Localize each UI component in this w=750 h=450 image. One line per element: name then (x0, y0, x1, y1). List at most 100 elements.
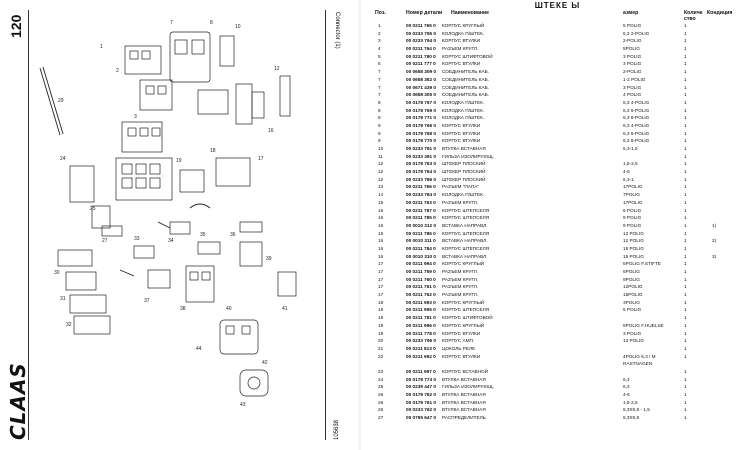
logo-text: CLAAS (6, 362, 30, 440)
row-name: РАЗЪЕМ КРУГЛ. (442, 276, 479, 282)
row-name: КОРПУС ВТУЛКИ (442, 61, 481, 67)
row-name: КОРПУС ВТУЛКИ (442, 138, 481, 144)
row-name: КОРПУС ВТУЛКИ (442, 122, 481, 128)
row-size: 3 POLIG (623, 330, 642, 336)
row-qty: 1 (684, 146, 687, 151)
header-qty: Количе ство (684, 10, 703, 22)
row-size: 6,3 4-POLIG (623, 99, 650, 105)
row-name: ГИЛЬЗА ИЗОЛИРУЮЩ. (442, 384, 494, 390)
row-qty: 1 (684, 407, 687, 413)
row-part-number: 00 0211 777 0 (406, 61, 436, 67)
row-part-number: 00 0233 795 0 (406, 30, 436, 36)
row-size: 4-6 (623, 169, 630, 175)
row-pos: 16 (378, 207, 384, 213)
row-qty: 1 (684, 330, 687, 336)
row-pos: 20 (378, 338, 384, 344)
row-part-number: 00 0211 994 0 (406, 261, 436, 267)
row-qty: 1 (684, 107, 687, 113)
exploded-view-page: 120 Connector (1) 105638 CLAAS (0, 0, 361, 450)
row-qty: 1 (684, 69, 687, 75)
row-part-number: 00 0233 786 0 (406, 176, 436, 182)
row-name: КОРПУС ВСТАВНОЙ (442, 368, 489, 374)
row-part-number: 00 0239 447 0 (406, 384, 436, 390)
row-qty: 1 (684, 153, 687, 159)
row-part-number: 00 0178 768 0 (406, 130, 436, 136)
row-name: РАЗЪЕМ КРУГЛ. (442, 284, 479, 290)
row-part-number: 00 0755 647 0 (406, 415, 436, 421)
svg-text:41: 41 (282, 306, 288, 312)
row-size: 3POLIG (623, 299, 640, 305)
row-name: ШТЕКЕР ПЛОСКИЙ (442, 176, 486, 182)
row-pos: 25 (378, 384, 384, 390)
svg-text:17: 17 (258, 156, 264, 162)
row-condition: 1) (712, 222, 717, 228)
row-pos: 18 (378, 307, 384, 313)
row-size: 12POLIG (623, 284, 643, 290)
header-size: азмер (623, 10, 639, 16)
row-name: КОРПУС ШТЕПСЕЛЯ (442, 245, 490, 251)
table-row: RASTNAGEN (365, 360, 750, 368)
row-size: 15POLIG (623, 292, 643, 298)
row-qty: 1 (684, 230, 687, 236)
svg-text:30: 30 (54, 270, 60, 276)
part-details (39, 66, 211, 277)
row-pos: 2 (378, 30, 381, 36)
row-condition: 2) (712, 238, 717, 244)
row-part-number: 00 0211 765 0 (406, 23, 436, 28)
row-size: 6,3X0,8 (623, 415, 640, 421)
row-qty: 1 (684, 299, 687, 305)
row-size: 4-6 (623, 392, 630, 397)
row-name: СОЕДИНИТЕЛЬ КАБ. (442, 84, 490, 90)
row-pos: 13 (378, 184, 384, 190)
svg-text:8: 8 (210, 20, 213, 26)
row-qty: 1 (684, 169, 687, 175)
row-name: ВТУЛКА ВСТАВНАЯ (442, 146, 486, 151)
row-size: 6,3 8-POLIG (623, 115, 650, 121)
row-size: 6,3-1 (623, 176, 634, 182)
row-part-number: 00 0178 766 0 (406, 122, 436, 128)
row-pos: 16 (378, 238, 384, 244)
row-name: КОРПУС ШТИФТОВОЙ (442, 53, 493, 59)
row-name: ШТЕКЕР ПЛОСКИЙ (442, 169, 486, 175)
row-part-number: 00 0211 813 0 (406, 345, 436, 351)
row-qty: 1 (684, 207, 687, 213)
row-size: 1,5-2,5 (623, 161, 638, 167)
row-size: 1,5-2,5 (623, 399, 638, 405)
row-qty: 1 (684, 269, 687, 274)
svg-text:33: 33 (134, 236, 140, 242)
row-size: 15 POLIG (623, 245, 644, 251)
row-qty: 1 (684, 253, 687, 259)
row-qty: 1 (684, 92, 687, 98)
frame-rule-right (325, 10, 326, 440)
svg-text:31: 31 (60, 296, 66, 302)
row-name: КОЛОДКА П/ШТЕК. (442, 30, 485, 36)
row-pos: 5 (378, 53, 381, 59)
row-name: КОРПУС ВТУЛКИ (442, 330, 481, 336)
row-pos: 8 (378, 107, 381, 113)
row-qty: 1 (684, 61, 687, 67)
row-qty: 1 (684, 276, 687, 282)
row-part-number: 00 0178 761 0 (406, 399, 436, 405)
row-size: 6,3 2-POLIG (623, 30, 650, 36)
row-part-number: 00 0233 796 0 (406, 338, 436, 344)
row-pos: 7 (378, 84, 381, 90)
row-part-number: 00 0658 309 0 (406, 69, 436, 75)
row-part-number: 00 0178 763 0 (406, 161, 436, 167)
svg-text:39: 39 (266, 256, 272, 262)
